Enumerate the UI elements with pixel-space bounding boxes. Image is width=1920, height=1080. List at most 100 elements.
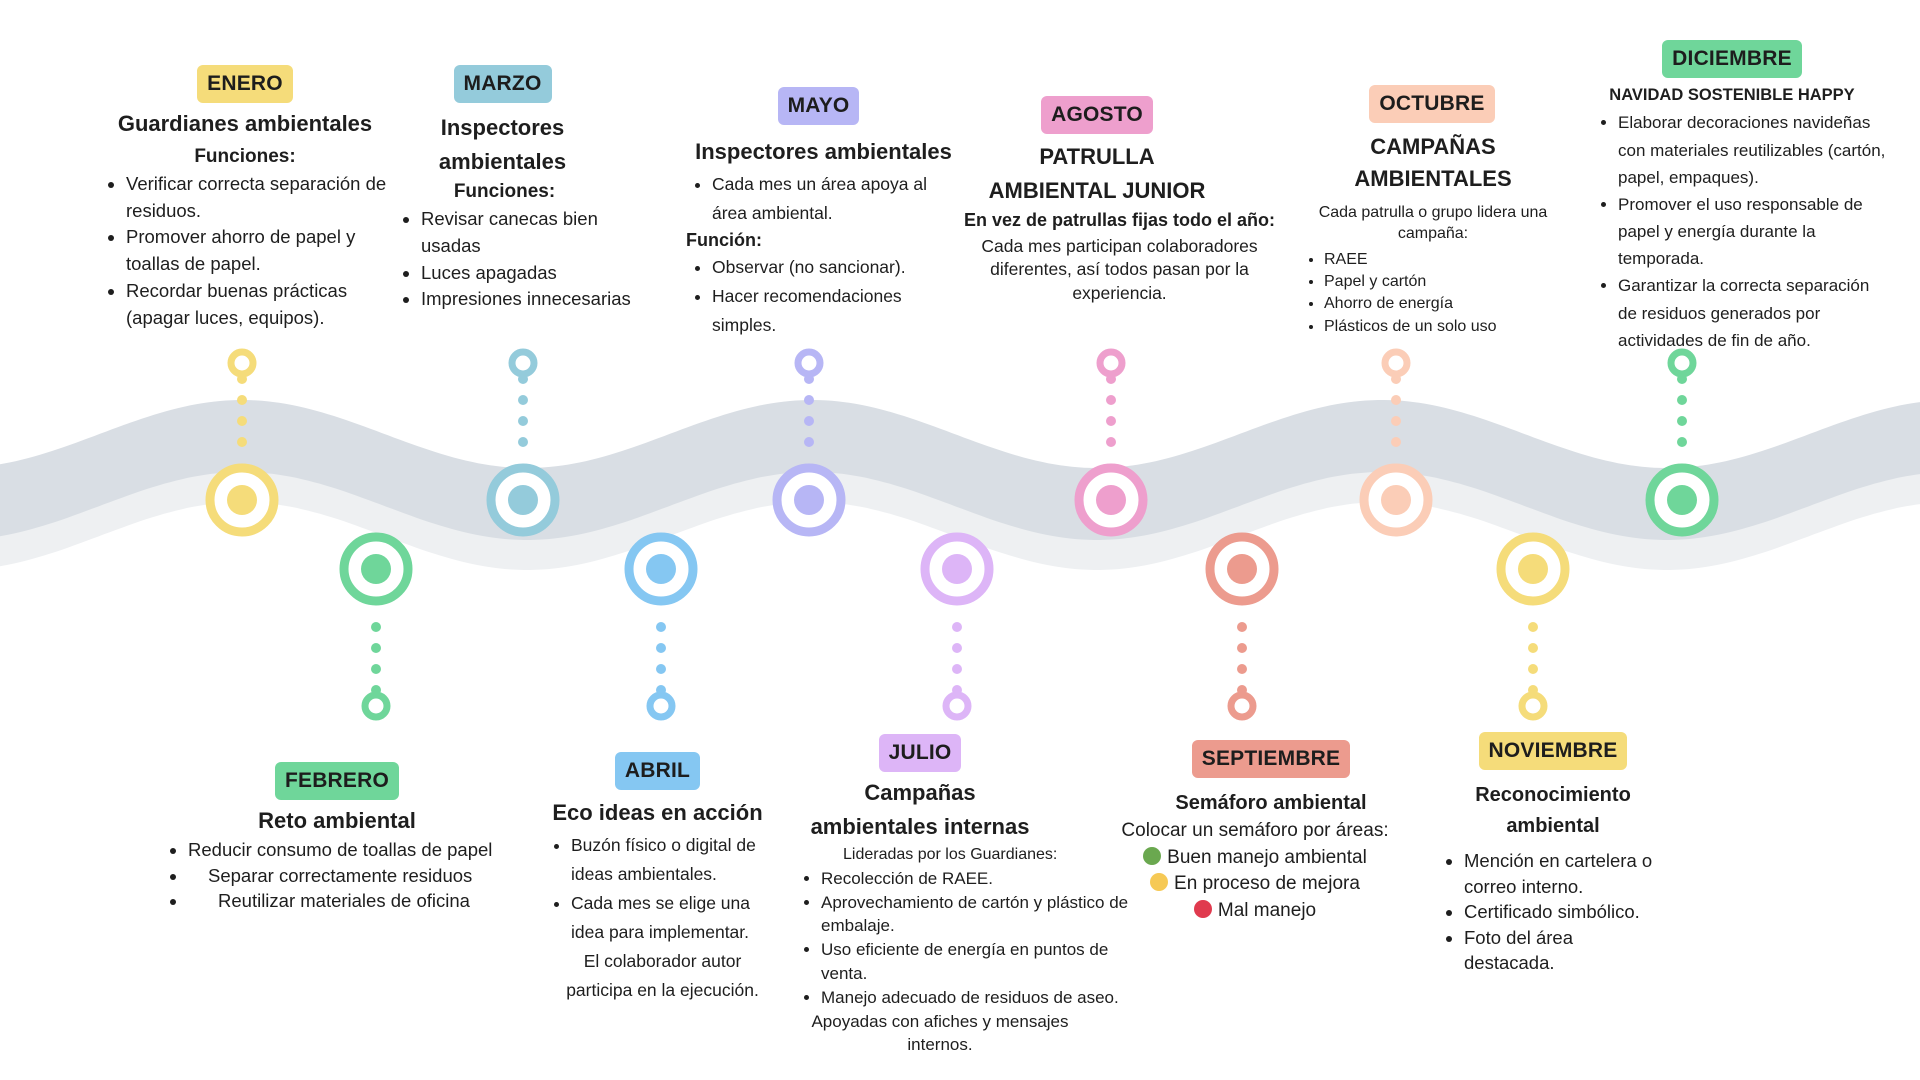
- end-ring-enero: [227, 348, 257, 378]
- list-item: Garantizar la correcta separación de res…: [1618, 272, 1892, 354]
- month-note-abril: El colaborador autor participa en la eje…: [566, 950, 759, 1000]
- month-badge-marzo: MARZO: [453, 65, 552, 104]
- list-item: Aprovechamiento de cartón y plástico de …: [821, 891, 1130, 939]
- title-line: AMBIENTAL JUNIOR: [988, 178, 1206, 204]
- title-line: PATRULLA: [1039, 144, 1155, 170]
- month-list-febrero: Reducir consumo de toallas de papel Sepa…: [162, 837, 532, 914]
- month-subtitle-mayo: Función:: [686, 230, 762, 250]
- stem-dot-mayo: [804, 437, 814, 447]
- list-item: Separar correctamente residuos: [188, 863, 532, 889]
- month-note-julio: Apoyadas con afiches y mensajes internos…: [811, 1011, 1069, 1055]
- month-list-mayo: Cada mes un área apoya al área ambiental…: [686, 170, 961, 228]
- month-block-diciembre: DICIEMBRE NAVIDAD SOSTENIBLE HAPPY Elabo…: [1592, 40, 1892, 354]
- stem-dot-agosto: [1106, 395, 1116, 405]
- stem-dot-abril: [656, 643, 666, 653]
- node-core-noviembre: [1518, 554, 1548, 584]
- node-core-marzo: [508, 485, 538, 515]
- month-badge-diciembre: DICIEMBRE: [1662, 40, 1802, 79]
- stem-dot-marzo: [518, 437, 528, 447]
- list-item: Promover el uso responsable de papel y e…: [1618, 191, 1892, 273]
- month-badge-octubre: OCTUBRE: [1369, 85, 1495, 124]
- yellow-dot-icon: [1150, 873, 1169, 892]
- stem-dot-julio: [952, 664, 962, 674]
- month-list2-mayo: Observar (no sancionar). Hacer recomenda…: [686, 253, 961, 340]
- month-badge-septiembre: SEPTIEMBRE: [1191, 740, 1351, 779]
- month-title-febrero: Reto ambiental: [258, 808, 416, 834]
- stem-dot-septiembre: [1237, 643, 1247, 653]
- title-line: AMBIENTALES: [1354, 166, 1512, 192]
- month-lead-julio: Lideradas por los Guardianes:: [843, 846, 1058, 864]
- month-subtitle-enero: Funciones:: [194, 146, 296, 168]
- end-ring-septiembre: [1227, 691, 1257, 721]
- month-badge-mayo: MAYO: [777, 87, 860, 126]
- title-line: ambientales internas: [810, 814, 1030, 840]
- month-list-noviembre: Mención en cartelera o correo interno. C…: [1438, 848, 1668, 976]
- title-line: ambientales: [438, 149, 567, 175]
- month-title-octubre: CAMPAÑAS AMBIENTALES: [1298, 131, 1568, 195]
- end-ring-marzo: [508, 348, 538, 378]
- node-core-agosto: [1096, 485, 1126, 515]
- month-lead-septiembre: Colocar un semáforo por áreas:: [1121, 820, 1389, 842]
- month-title-julio: Campañas ambientales internas: [710, 776, 1130, 844]
- node-core-enero: [227, 485, 257, 515]
- node-core-febrero: [361, 554, 391, 584]
- month-badge-agosto: AGOSTO: [1041, 96, 1153, 135]
- list-item: Ahorro de energía: [1324, 293, 1568, 315]
- month-list-abril: Buzón físico o digital de ideas ambienta…: [545, 831, 780, 947]
- stem-dot-noviembre: [1528, 643, 1538, 653]
- month-list-octubre: RAEE Papel y cartón Ahorro de energía Pl…: [1298, 249, 1568, 339]
- stem-dot-febrero: [371, 643, 381, 653]
- month-title-septiembre: Semáforo ambiental: [1175, 792, 1367, 815]
- end-ring-noviembre: [1518, 691, 1548, 721]
- stem-dot-mayo: [804, 395, 814, 405]
- list-item: Recolección de RAEE.: [821, 867, 1130, 891]
- stem-dot-abril: [656, 622, 666, 632]
- month-block-abril: ABRIL Eco ideas en acción Buzón físico o…: [545, 752, 780, 1005]
- stem-dot-octubre: [1391, 437, 1401, 447]
- month-subtitle-marzo: Funciones:: [453, 181, 556, 203]
- month-block-octubre: OCTUBRE CAMPAÑAS AMBIENTALES Cada patrul…: [1298, 85, 1568, 338]
- month-list-diciembre: Elaborar decoraciones navideñas con mate…: [1592, 109, 1892, 354]
- end-ring-octubre: [1381, 348, 1411, 378]
- list-item: Papel y cartón: [1324, 271, 1568, 293]
- list-item: Impresiones innecesarias: [421, 286, 650, 313]
- node-core-octubre: [1381, 485, 1411, 515]
- stem-dot-marzo: [518, 416, 528, 426]
- month-subtitle-agosto: En vez de patrullas fijas todo el año:: [963, 210, 1276, 231]
- list-item: Manejo adecuado de residuos de aseo.: [821, 986, 1130, 1010]
- month-title-marzo: Inspectores ambientales: [355, 111, 650, 179]
- stem-dot-agosto: [1106, 416, 1116, 426]
- month-list-julio: Recolección de RAEE. Aprovechamiento de …: [795, 867, 1130, 1010]
- stem-dot-noviembre: [1528, 664, 1538, 674]
- list-item: Promover ahorro de papel y toallas de pa…: [126, 224, 390, 278]
- legend-label: En proceso de mejora: [1174, 873, 1360, 895]
- stem-dot-diciembre: [1677, 395, 1687, 405]
- end-ring-abril: [646, 691, 676, 721]
- month-block-julio: JULIO Campañas ambientales internas Lide…: [795, 734, 1130, 1057]
- list-item: Hacer recomendaciones simples.: [712, 282, 961, 340]
- title-line: Inspectores: [440, 115, 565, 141]
- stem-dot-enero: [237, 416, 247, 426]
- title-line: CAMPAÑAS: [1370, 134, 1496, 160]
- end-ring-julio: [942, 691, 972, 721]
- green-dot-icon: [1143, 846, 1162, 865]
- month-block-marzo: MARZO Inspectores ambientales Funciones:…: [395, 65, 650, 313]
- title-line: Campañas: [864, 780, 976, 806]
- list-item: Cada mes un área apoya al área ambiental…: [712, 170, 961, 228]
- node-core-abril: [646, 554, 676, 584]
- month-title-noviembre: Reconocimiento ambiental: [1438, 780, 1668, 842]
- month-block-febrero: FEBRERO Reto ambiental Reducir consumo d…: [162, 762, 532, 914]
- node-core-mayo: [794, 485, 824, 515]
- list-item: Reducir consumo de toallas de papel: [188, 837, 532, 863]
- month-title-enero: Guardianes ambientales: [117, 111, 373, 137]
- end-ring-febrero: [361, 691, 391, 721]
- month-block-agosto: AGOSTO PATRULLA AMBIENTAL JUNIOR En vez …: [962, 96, 1277, 306]
- month-title-abril: Eco ideas en acción: [552, 800, 763, 826]
- list-item: Certificado simbólico.: [1464, 899, 1668, 925]
- list-item: Cada mes se elige una idea para implemen…: [571, 889, 780, 947]
- legend-item-green: Buen manejo ambiental: [1110, 845, 1400, 872]
- month-badge-noviembre: NOVIEMBRE: [1478, 732, 1628, 771]
- list-item: Elaborar decoraciones navideñas con mate…: [1618, 109, 1892, 191]
- list-item: Luces apagadas: [421, 260, 650, 287]
- legend-item-yellow: En proceso de mejora: [1110, 871, 1400, 898]
